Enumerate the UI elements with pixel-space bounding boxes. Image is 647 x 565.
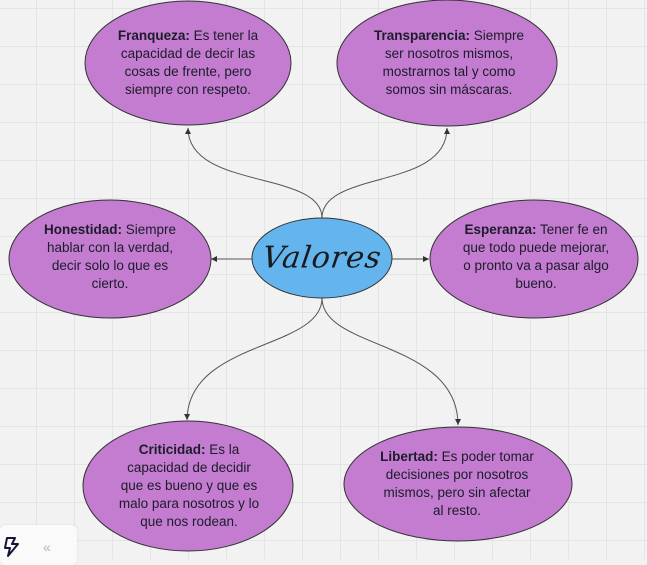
node-criticidad-text: Criticidad: Es la capacidad de decidir q… — [114, 441, 264, 531]
node-body: Es tener la capacidad de decir las cosas… — [120, 28, 259, 97]
node-esperanza-text: Esperanza: Tener fe en que todo puede me… — [461, 221, 611, 293]
node-title: Libertad: — [380, 449, 438, 464]
node-transparencia-text: Transparencia: Siempre ser nosotros mism… — [367, 27, 532, 99]
center-label: Valores — [260, 240, 384, 276]
node-body: Siempre hablar con la verdad, decir solo… — [46, 222, 177, 291]
node-title: Esperanza: — [464, 222, 537, 237]
collapse-panel-button[interactable]: « — [43, 539, 51, 555]
node-body: Es la capacidad de decidir que es bueno … — [118, 442, 260, 529]
connector-criticidad — [184, 297, 323, 421]
node-body: Siempre ser nosotros mismos, mostrarnos … — [382, 28, 525, 97]
node-franqueza[interactable] — [84, 0, 292, 126]
node-franqueza-text: Franqueza: Es tener la capacidad de deci… — [108, 27, 268, 99]
node-libertad-text: Libertad: Es poder tomar decisiones por … — [377, 448, 537, 520]
node-title: Franqueza: — [117, 28, 190, 43]
lightning-icon[interactable] — [3, 537, 21, 562]
node-esperanza[interactable] — [429, 199, 639, 319]
node-honestidad-text: Honestidad: Siempre hablar con la verdad… — [35, 221, 185, 293]
node-body: Es poder tomar decisiones por nosotros m… — [383, 449, 534, 518]
node-honestidad[interactable] — [8, 199, 212, 319]
node-valores[interactable] — [251, 217, 393, 299]
node-libertad[interactable] — [343, 426, 573, 542]
node-body: Tener fe en que todo puede mejorar, o pr… — [462, 222, 610, 291]
node-transparencia[interactable] — [336, 0, 558, 127]
node-criticidad[interactable] — [82, 420, 294, 552]
node-title: Transparencia: — [373, 28, 470, 43]
connector-libertad — [321, 297, 461, 426]
connector-franqueza — [185, 127, 323, 219]
node-title: Criticidad: — [138, 442, 206, 457]
connector-transparencia — [321, 127, 450, 219]
node-title: Honestidad: — [43, 222, 122, 237]
